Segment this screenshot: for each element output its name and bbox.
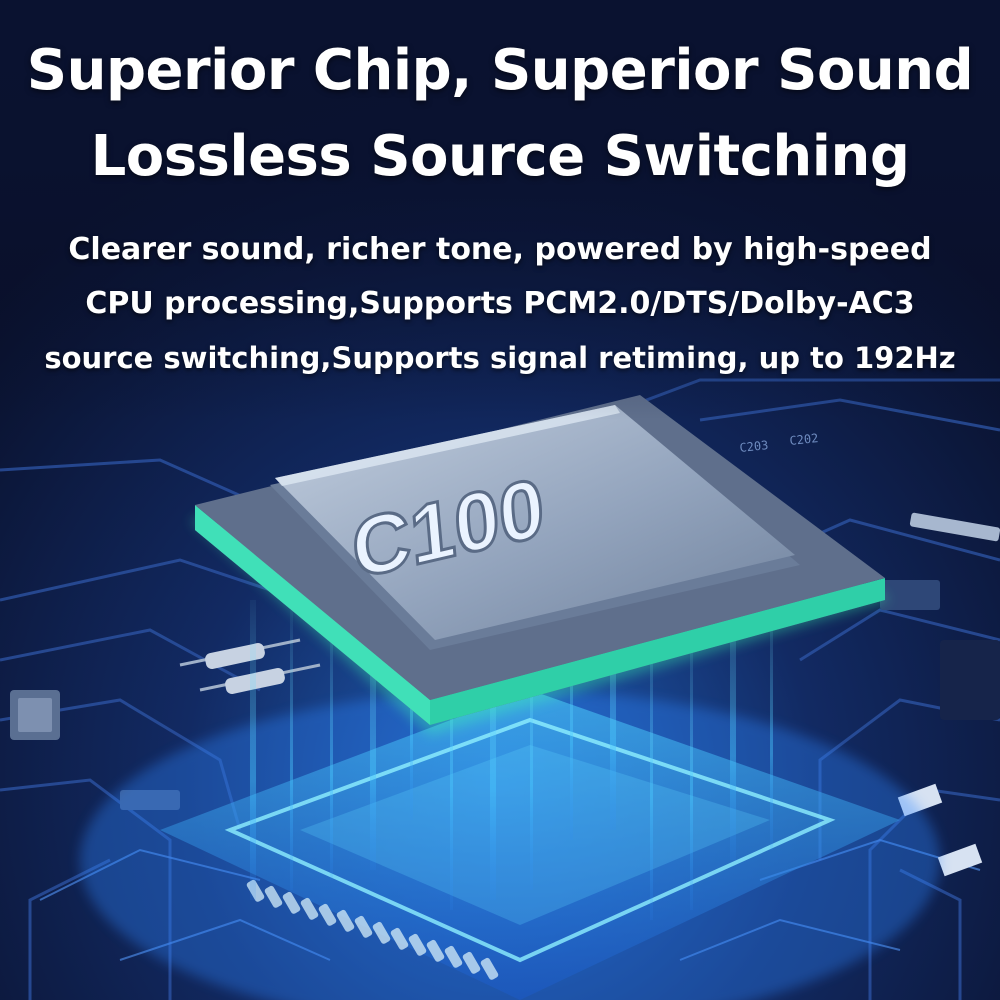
socket-pin [300, 897, 319, 920]
socket-pin [372, 921, 391, 944]
light-beam [490, 620, 496, 900]
socket-pin [390, 927, 409, 950]
description-line-1: Clearer sound, richer tone, powered by h… [68, 232, 932, 267]
socket-pin [282, 891, 301, 914]
board-label-c203: C203 [739, 438, 769, 455]
board-label-c202: C202 [789, 431, 819, 448]
light-beam [330, 620, 333, 880]
light-beam [770, 610, 773, 850]
socket-pin [462, 951, 481, 974]
headline-line-2: Lossless Source Switching [90, 124, 910, 189]
light-beam [250, 600, 256, 900]
light-beam [730, 600, 736, 860]
light-beam [650, 620, 653, 920]
light-beam [610, 610, 616, 830]
description-line-3: source switching,Supports signal retimin… [44, 341, 956, 375]
light-beam [450, 610, 453, 910]
socket-pin [354, 915, 373, 938]
socket-pin [480, 957, 499, 980]
socket-pin [336, 909, 355, 932]
socket-pin [318, 903, 337, 926]
chip: C100 [190, 395, 890, 735]
light-beams [250, 600, 773, 920]
light-beam [290, 610, 293, 890]
top-shade [0, 0, 1000, 420]
light-beam [370, 630, 376, 870]
light-beam [690, 630, 693, 910]
socket-pin [408, 933, 427, 956]
socket-pin [426, 939, 445, 962]
socket-pin [444, 945, 463, 968]
light-beam [570, 600, 573, 840]
socket-pin [264, 885, 283, 908]
description-line-2: CPU processing,Supports PCM2.0/DTS/Dolby… [85, 286, 915, 321]
light-beam [530, 630, 533, 890]
headline-line-1: Superior Chip, Superior Sound [26, 38, 974, 103]
